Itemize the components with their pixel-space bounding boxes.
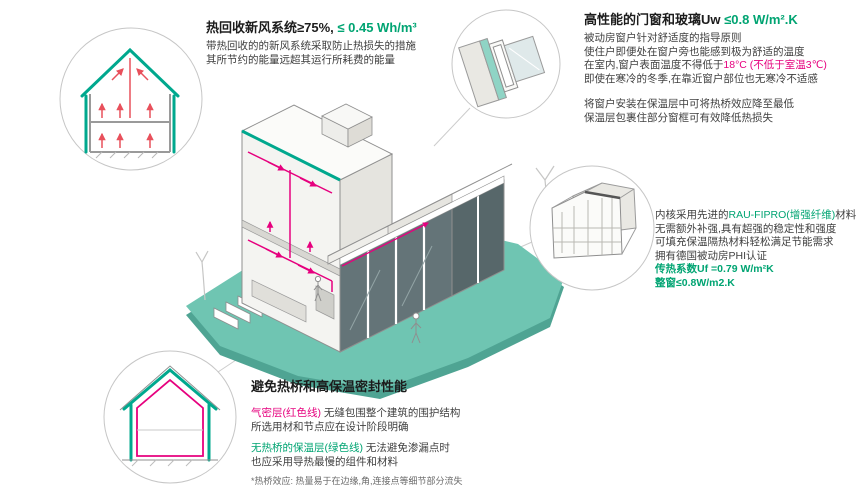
thermal-l1-rest: 无缝包围整个建筑的围护结构 [321,407,461,419]
profile-l2: 无需额外补强,具有超强的稳定性和强度 [655,222,837,235]
window-profile-illustration [529,165,655,291]
paragraph-gap [251,399,521,407]
hrv-line1: 带热回收的的新风系统采取防止热损失的措施 [206,40,416,52]
paragraph-gap [251,434,521,442]
thermal-house-illustration [103,350,237,484]
thermal-l2: 所选用材和节点应在设计阶段明确 [251,420,409,433]
profile-l1-pre: 内核采用先进的 [655,209,729,221]
hrv-line2: 其所节约的能量远超其运行所耗费的能量 [206,53,395,66]
roof-box [321,103,373,148]
ventilation-ducts [247,151,429,292]
insulated-envelope-line [80,47,180,154]
profile-l4: 拥有德国被动房PHI认证 [655,249,768,262]
paragraph-gap [584,86,862,98]
windows-p1-l1: 被动房窗户针对舒适度的指导原则 [584,32,742,44]
profile-material-name: RAU-FIPRO(增强纤维) [728,209,836,221]
insulation-cut-edge [241,129,341,182]
kitchen-cabinets [251,279,307,323]
flat-roof-slab [327,163,513,265]
profile-l1: 内核采用先进的RAU-FIPRO(增强纤维)材料 [655,209,863,223]
hrv-title-value: ≤ 0.45 Wh/m³ [333,20,417,35]
thermal-l1: 气密层(红色线) 无缝包围整个建筑的围护结构 [251,407,521,421]
insulation-green-line [122,368,218,462]
insulation-layer-label: 无热桥的保温层(绿色线) [251,442,363,454]
thermal-l4: 也应采用导热最慢的组件和材料 [251,455,398,468]
profile-section: 内核采用先进的RAU-FIPRO(增强纤维)材料 无需额外补强,具有超强的稳定性… [655,209,863,290]
profile-l1-post: 材料 [835,209,857,221]
hrv-title-main: 热回收新风系统≥75%, [206,20,334,35]
windows-p1-l4: 即使在寒冷的冬季,在靠近窗户部位也无寒冷不适感 [584,72,818,85]
windows-p2-l1: 将窗户安装在保温层中可将热桥效应降至最低 [584,98,794,110]
air-flow-arrows [98,58,154,148]
windows-p2-l2: 保温层包裹住部分窗框可有效降低热损失 [584,111,773,124]
hrv-title: 热回收新风系统≥75%, ≤ 0.45 Wh/m³ [206,20,486,35]
windows-temp-value: 18°C [723,59,747,71]
airtight-red-line [136,378,204,457]
thermal-title: 避免热桥和高保温密封性能 [251,379,408,394]
hrv-circle-illustration [59,27,203,171]
thermal-section: 避免热桥和高保温密封性能 气密层(红色线) 无缝包围整个建筑的围护结构 所选用材… [251,379,521,489]
windows-p1-l3-pre: 在室内,窗户表面温度不得低于 [584,59,724,71]
windows-title: 高性能的门窗和玻璃Uw ≤0.8 W/m².K [584,12,862,27]
window-corner-illustration [451,9,561,119]
hrv-unit [315,285,335,320]
windows-title-main: 高性能的门窗和玻璃Uw [584,12,725,27]
airtight-layer-label: 气密层(红色线) [251,407,321,419]
windows-p1-l3: 在室内,窗户表面温度不得低于18°C (不低于室温3℃) [584,59,862,73]
thermal-footnote: *热桥效应: 热量易于在边缘,角,连接点等细节部分流失 [251,476,463,486]
windows-p1-l2: 使住户即便处在窗户旁也能感到极为舒适的温度 [584,45,805,58]
profile-l3: 可填充保温隔热材料轻松满足节能需求 [655,236,834,248]
windows-temp-note: (不低于室温3℃) [746,59,827,71]
thermal-l3-rest: 无法避免渗漏点时 [363,442,450,454]
person-figure [313,275,422,344]
profile-uf-value: 传热系数Uf =0.79 W/m²K [655,263,774,275]
house-3d-illustration [240,103,513,353]
gasket-seal [584,190,621,200]
windows-title-value: ≤0.8 W/m².K [724,12,798,27]
profile-uw-value: 整窗≤0.8W/m2.K [655,276,735,289]
thermal-l3: 无热桥的保温层(绿色线) 无法避免渗漏点时 [251,442,521,456]
windows-section: 高性能的门窗和玻璃Uw ≤0.8 W/m².K 被动房窗户针对舒适度的指导原则 … [584,12,862,125]
hrv-section: 热回收新风系统≥75%, ≤ 0.45 Wh/m³ 带热回收的的新风系统采取防止… [206,20,486,67]
